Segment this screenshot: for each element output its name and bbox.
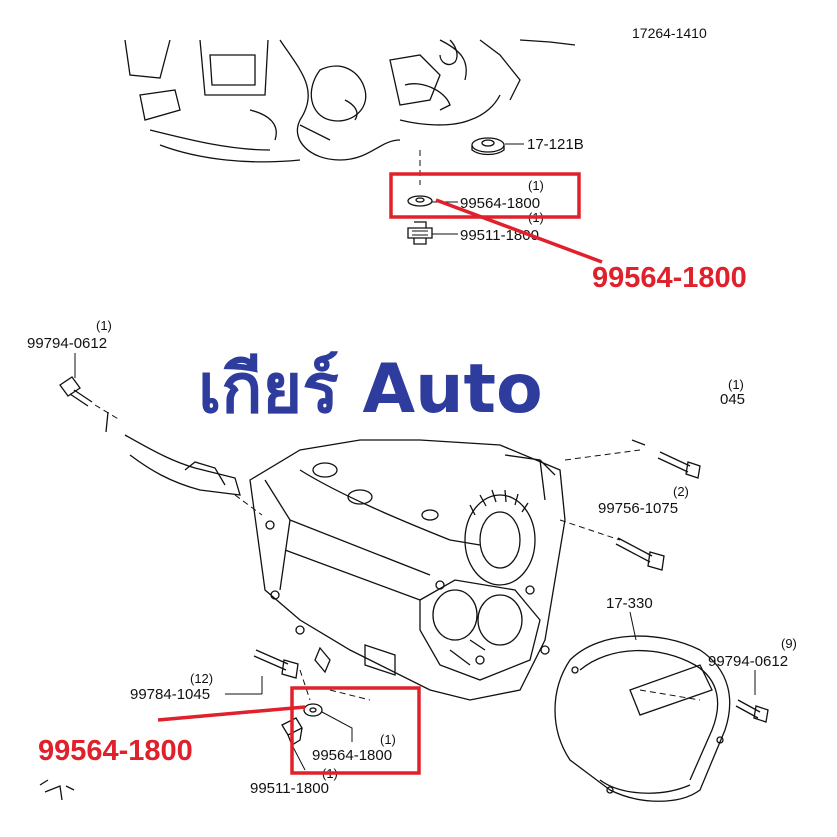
- part-label-99564-bottom: 99564-1800: [312, 747, 392, 764]
- guide-line-5: [329, 689, 371, 701]
- part-label-99794-right: 99794-0612: [708, 653, 788, 670]
- page-title: เกียร์ Auto: [198, 350, 543, 429]
- washer-99564-1800-bottom: [303, 703, 353, 742]
- part-label-99564-top: 99564-1800: [460, 195, 540, 212]
- part-qty-045: (1): [728, 377, 744, 392]
- bolt-99794-0612-left: [59, 353, 121, 433]
- part-label-99756: 99756-1075: [598, 500, 678, 517]
- part-qty-99784: (12): [190, 671, 213, 686]
- bolt-99756-1075: [615, 537, 665, 571]
- part-label-17-330: 17-330: [606, 595, 653, 612]
- highlight-pointer-bottom: [157, 705, 306, 722]
- cover-17-330: [554, 635, 731, 802]
- part-label-99511-bottom: 99511-1800: [250, 780, 329, 797]
- part-qty-99564-bottom: (1): [380, 732, 396, 747]
- transmission-housing: [249, 439, 566, 701]
- part-label-045: 045: [720, 391, 745, 408]
- part-label-17-121b: 17-121B: [527, 136, 584, 153]
- guide-line-6: [639, 689, 701, 701]
- guide-line-1: [234, 494, 263, 516]
- highlight-pointer-top: [435, 198, 603, 264]
- bolt-99784-1045: [253, 649, 299, 679]
- bolt-99794-0612-right: [735, 699, 769, 723]
- top-housing-drawing: [124, 39, 576, 185]
- leader-17-330: [629, 611, 637, 641]
- part-label-cut: 17264-1410: [632, 25, 707, 41]
- part-label-99784: 99784-1045: [130, 686, 210, 703]
- callout-label-bottom: 99564-1800: [38, 735, 193, 767]
- highlight-box-bottom: [290, 686, 421, 775]
- part-label-99794-left: 99794-0612: [27, 335, 107, 352]
- guide-line-4: [299, 669, 311, 701]
- bracket-tab: [184, 461, 226, 486]
- part-qty-99564-top: (1): [528, 178, 544, 193]
- bracket-strip: [124, 434, 241, 496]
- bolt-045: [631, 439, 701, 479]
- plug-99511-1800-top: [407, 221, 458, 245]
- part-qty-99756: (2): [673, 484, 689, 499]
- guide-line-2: [559, 519, 621, 541]
- corner-mark: [39, 779, 75, 801]
- part-qty-99794-right: (9): [781, 636, 797, 651]
- washer-17-121b: [471, 137, 524, 156]
- part-qty-99794-left: (1): [96, 318, 112, 333]
- callout-label-top: 99564-1800: [592, 262, 747, 294]
- guide-line-3: [564, 449, 641, 461]
